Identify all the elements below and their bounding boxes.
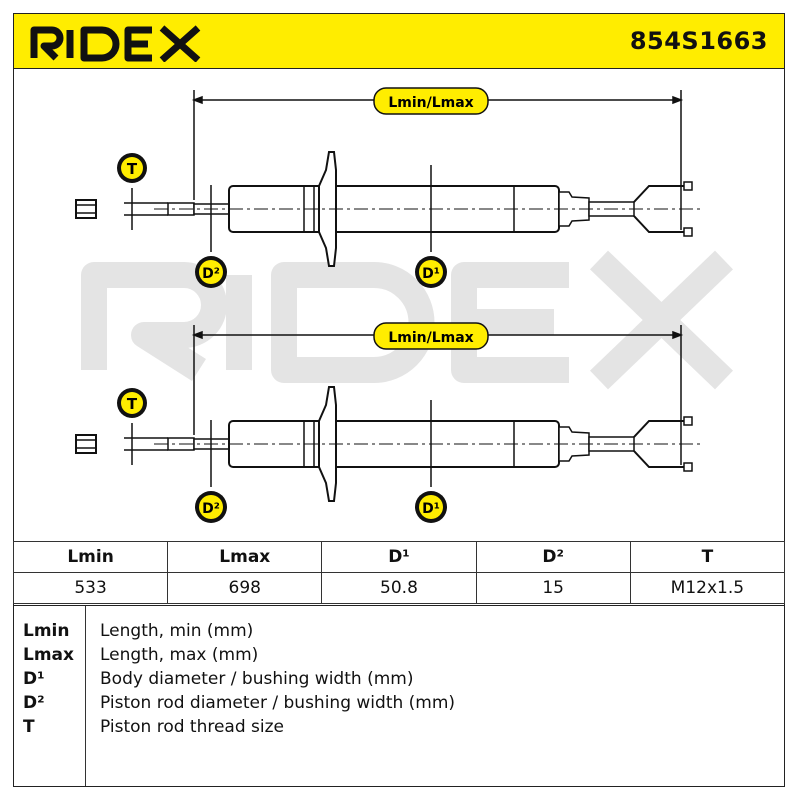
spec-table: Lmin Lmax D¹ D² T 533 698 50.8 15 M12x1.… bbox=[12, 541, 786, 604]
header-d2: D² bbox=[475, 541, 631, 573]
rod-diameter-badge-1: D² bbox=[195, 256, 227, 288]
ridex-logo bbox=[30, 25, 201, 62]
legend-desc: Length, min (mm) bbox=[100, 621, 254, 641]
legend-key: T bbox=[23, 717, 35, 737]
rod-diameter-badge-2: D² bbox=[195, 491, 227, 523]
header-t: T bbox=[629, 541, 786, 573]
value-d2: 15 bbox=[475, 572, 631, 604]
shock-absorber-diagram: Lmin/Lmax T D² D¹ bbox=[75, 87, 734, 523]
svg-text:T: T bbox=[127, 160, 138, 178]
svg-text:D¹: D¹ bbox=[422, 501, 440, 517]
header-lmax: Lmax bbox=[167, 541, 323, 573]
body-diameter-badge-2: D¹ bbox=[415, 491, 447, 523]
ridex-watermark bbox=[81, 250, 734, 390]
length-label: Lmin/Lmax bbox=[388, 330, 473, 346]
value-lmin: 533 bbox=[12, 572, 169, 604]
length-label: Lmin/Lmax bbox=[388, 95, 473, 111]
body-diameter-badge-1: D¹ bbox=[415, 256, 447, 288]
svg-text:D²: D² bbox=[202, 266, 220, 282]
svg-text:D¹: D¹ bbox=[422, 266, 440, 282]
spec-value-row: 533 698 50.8 15 M12x1.5 bbox=[12, 572, 786, 604]
legend-item: Lmin Length, min (mm) bbox=[14, 621, 784, 645]
length-dimension-label-2: Lmin/Lmax bbox=[373, 322, 489, 350]
value-lmax: 698 bbox=[167, 572, 323, 604]
thread-badge-1: T bbox=[117, 153, 147, 183]
part-number: 854S1663 bbox=[629, 27, 768, 55]
length-dimension-label-1: Lmin/Lmax bbox=[373, 87, 489, 115]
legend-key: D¹ bbox=[23, 669, 45, 689]
legend-key: Lmin bbox=[23, 621, 70, 641]
legend-item: D¹ Body diameter / bushing width (mm) bbox=[14, 669, 784, 693]
legend-item: Lmax Length, max (mm) bbox=[14, 645, 784, 669]
legend-item: T Piston rod thread size bbox=[14, 717, 784, 741]
legend-item: D² Piston rod diameter / bushing width (… bbox=[14, 693, 784, 717]
header-d1: D¹ bbox=[321, 541, 477, 573]
svg-text:D²: D² bbox=[202, 501, 220, 517]
svg-text:T: T bbox=[127, 395, 138, 413]
value-d1: 50.8 bbox=[321, 572, 477, 604]
spec-header-row: Lmin Lmax D¹ D² T bbox=[12, 541, 786, 573]
legend-desc: Length, max (mm) bbox=[100, 645, 259, 665]
shock-view-2: Lmin/Lmax T D² D¹ bbox=[75, 322, 704, 523]
legend-desc: Body diameter / bushing width (mm) bbox=[100, 669, 414, 689]
legend: Lmin Length, min (mm) Lmax Length, max (… bbox=[13, 605, 785, 787]
thread-badge-2: T bbox=[117, 388, 147, 418]
header-lmin: Lmin bbox=[12, 541, 169, 573]
legend-desc: Piston rod diameter / bushing width (mm) bbox=[100, 693, 456, 713]
legend-divider bbox=[85, 606, 86, 786]
shock-view-1: Lmin/Lmax T D² D¹ bbox=[75, 87, 704, 288]
value-t: M12x1.5 bbox=[629, 572, 786, 604]
legend-key: D² bbox=[23, 693, 45, 713]
header-bar: 854S1663 bbox=[13, 13, 785, 69]
legend-key: Lmax bbox=[23, 645, 74, 665]
legend-desc: Piston rod thread size bbox=[100, 717, 285, 737]
